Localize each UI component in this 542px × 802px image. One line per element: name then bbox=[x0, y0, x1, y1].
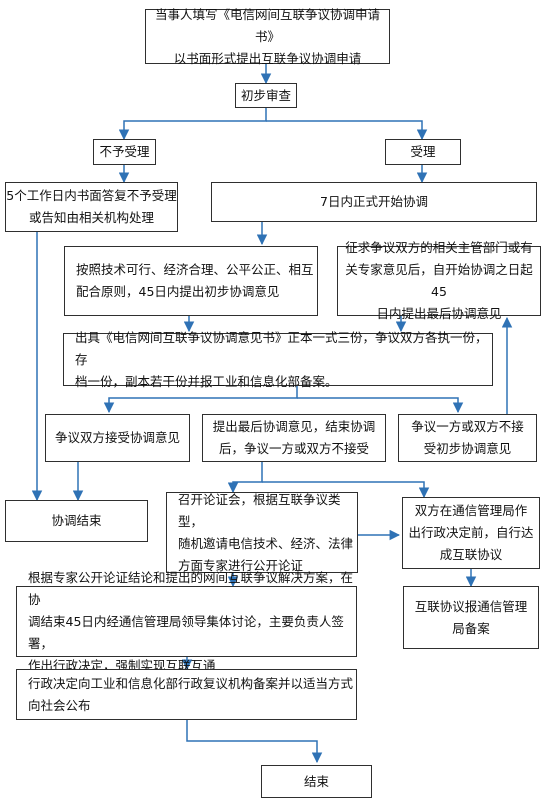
arrow-final-to-hearing bbox=[227, 462, 263, 494]
arrow-issue-to-not-accept bbox=[297, 397, 464, 414]
node-issue-opinion: 出具《电信网间互联争议协调意见书》正本一式三份，争议双方各执一份，存 档一份，副… bbox=[63, 330, 493, 389]
node-both-accept: 争议双方接受协调意见 bbox=[45, 414, 190, 462]
node-coord-end-label: 协调结束 bbox=[51, 513, 102, 528]
node-accept: 受理 bbox=[385, 139, 461, 165]
node-apply-label: 当事人填写《电信网间互联争议协调申请书》 以书面形式提出互联争议协调申请 bbox=[154, 6, 380, 66]
node-reject-reply: 5个工作日内书面答复不予受理 或告知由相关机构处理 bbox=[5, 182, 178, 232]
node-start-coord: 7日内正式开始协调 bbox=[211, 182, 537, 222]
node-final-opinion: 提出最后协调意见，结束协调 后，争议一方或双方不接受 bbox=[202, 414, 386, 462]
arrow-issue-to-both-accept bbox=[103, 386, 298, 414]
node-both-accept-label: 争议双方接受协调意见 bbox=[54, 430, 180, 445]
node-agreement: 双方在通信管理局作 出行政决定前，自行达 成互联协议 bbox=[402, 497, 540, 569]
node-reject-label: 不予受理 bbox=[99, 144, 150, 159]
arrow-review-split bbox=[118, 108, 267, 141]
node-reject: 不予受理 bbox=[93, 139, 156, 165]
node-not-accept-label: 争议一方或双方不接 受初步协调意见 bbox=[411, 419, 524, 456]
node-prelim-opinion-label: 按照技术可行、经济合理、公平公正、相互 配合原则，45日内提出初步协调意见 bbox=[76, 262, 314, 299]
node-initial-review-label: 初步审查 bbox=[240, 87, 291, 103]
node-start-coord-label: 7日内正式开始协调 bbox=[320, 194, 428, 209]
node-coord-end: 协调结束 bbox=[5, 500, 148, 542]
node-hearing-label: 召开论证会，根据互联争议类型， 随机邀请电信技术、经济、法律 方面专家进行公开论… bbox=[178, 491, 354, 573]
node-end: 结束 bbox=[261, 765, 372, 798]
node-reject-reply-label: 5个工作日内书面答复不予受理 或告知由相关机构处理 bbox=[6, 188, 177, 225]
node-decision-filing-label: 行政决定向工业和信息化部行政复议机构备案并以适当方式 向社会公布 bbox=[28, 675, 354, 713]
node-agreement-filing-label: 互联协议报通信管理 局备案 bbox=[414, 598, 528, 636]
node-expert-opinion: 征求争议双方的相关主管部门或有 关专家意见后，自开始协调之日起45 日内提出最后… bbox=[337, 240, 541, 321]
arrow-filing-to-end bbox=[186, 720, 323, 764]
node-accept-label: 受理 bbox=[410, 144, 436, 159]
node-issue-opinion-label: 出具《电信网间互联争议协调意见书》正本一式三份，争议双方各执一份，存 档一份，副… bbox=[75, 329, 488, 389]
node-agreement-filing: 互联协议报通信管理 局备案 bbox=[403, 586, 539, 649]
node-decision-filing: 行政决定向工业和信息化部行政复议机构备案并以适当方式 向社会公布 bbox=[16, 669, 357, 720]
node-admin-decision: 根据专家公开论证结论和提出的网间互联争议解决方案，在协 调结束45日内经通信管理… bbox=[16, 570, 357, 673]
node-agreement-label: 双方在通信管理局作 出行政决定前，自行达 成互联协议 bbox=[408, 503, 534, 562]
node-apply: 当事人填写《电信网间互联争议协调申请书》 以书面形式提出互联争议协调申请 bbox=[145, 7, 390, 66]
node-initial-review: 初步审查 bbox=[235, 83, 297, 108]
arrow-final-to-agreement bbox=[262, 481, 430, 499]
node-admin-decision-label: 根据专家公开论证结论和提出的网间互联争议解决方案，在协 调结束45日内经通信管理… bbox=[28, 569, 354, 673]
node-final-opinion-label: 提出最后协调意见，结束协调 后，争议一方或双方不接受 bbox=[212, 419, 376, 456]
node-end-label: 结束 bbox=[303, 773, 329, 789]
node-hearing: 召开论证会，根据互联争议类型， 随机邀请电信技术、经济、法律 方面专家进行公开论… bbox=[166, 492, 358, 573]
node-not-accept: 争议一方或双方不接 受初步协调意见 bbox=[398, 414, 537, 462]
node-prelim-opinion: 按照技术可行、经济合理、公平公正、相互 配合原则，45日内提出初步协调意见 bbox=[64, 246, 318, 316]
arrow-review-to-accept bbox=[266, 120, 428, 141]
node-expert-opinion-label: 征求争议双方的相关主管部门或有 关专家意见后，自开始协调之日起45 日内提出最后… bbox=[345, 240, 533, 321]
